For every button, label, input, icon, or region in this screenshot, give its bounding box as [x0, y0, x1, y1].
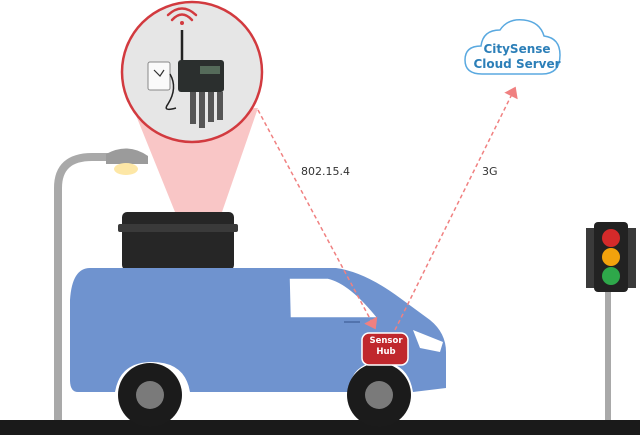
hub-label-line1: Sensor [369, 336, 403, 346]
hub-label-line2: Hub [376, 347, 396, 357]
sensor-hub-label: Sensor Hub [365, 336, 407, 358]
van [70, 268, 446, 427]
road [0, 420, 640, 435]
sensor-device-icon [147, 30, 224, 128]
link-label-wireless: 802.15.4 [301, 165, 350, 178]
traffic-light-amber [602, 248, 620, 266]
link-label-cellular: 3G [482, 165, 498, 178]
traffic-light-red [602, 229, 620, 247]
traffic-light-green [602, 267, 620, 285]
cloud-icon [464, 18, 561, 75]
sensor-hub-badge [361, 332, 409, 366]
wifi-icon [166, 7, 198, 25]
street-lamp [54, 148, 148, 420]
link-arrow-802154 [257, 109, 378, 330]
traffic-light [586, 222, 636, 420]
cloud-label-line1: CitySense [483, 42, 551, 56]
rooftop-sensor-box [118, 212, 238, 270]
link-arrow-3g [394, 86, 518, 331]
cloud-server-label: CitySense Cloud Server [472, 42, 562, 72]
cloud-label-line2: Cloud Server [473, 57, 561, 71]
